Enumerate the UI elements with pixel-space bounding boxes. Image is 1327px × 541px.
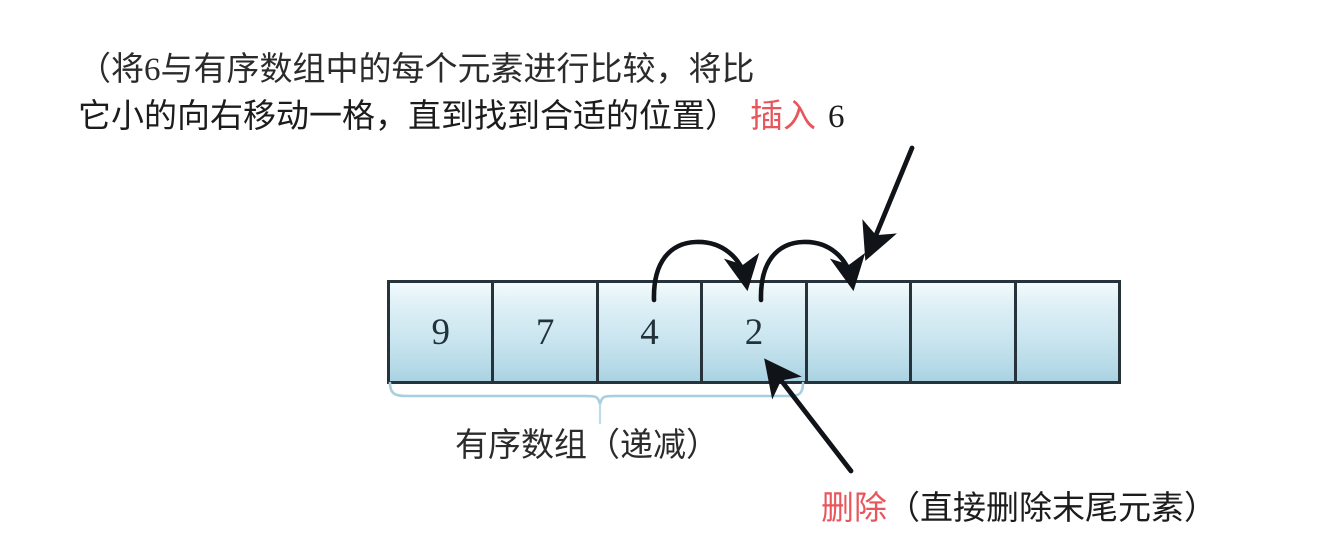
- caption-line-2-text: 它小的向右移动一格，直到找到合适的位置）: [78, 99, 738, 135]
- delete-label: 删除（直接删除末尾元素）: [821, 481, 1217, 529]
- delete-description: （直接删除末尾元素）: [887, 491, 1217, 527]
- array-cell-value: 7: [535, 311, 555, 353]
- array-cell-value: 4: [640, 311, 659, 353]
- array-cell[interactable]: 9: [390, 283, 495, 381]
- delete-keyword: 删除: [821, 491, 887, 527]
- array-cell[interactable]: 7: [494, 283, 599, 381]
- insert-value: 6: [828, 99, 845, 135]
- caption-line-1: （将6与有序数组中的每个元素进行比较，将比: [78, 47, 755, 94]
- array-cell[interactable]: [912, 283, 1017, 381]
- sorted-array-label: 有序数组（递减）: [455, 418, 719, 466]
- array-cell[interactable]: [807, 283, 913, 381]
- insert-arrow: [862, 145, 915, 261]
- array-cell-value: 9: [431, 311, 450, 353]
- insert-keyword: 插入: [750, 99, 816, 135]
- array-cell[interactable]: 4: [598, 283, 704, 381]
- array-cell[interactable]: 2: [703, 283, 808, 381]
- sorted-array-label-text: 有序数组（递减）: [455, 428, 719, 464]
- array-cell-value: 2: [744, 311, 764, 353]
- caption-line-1-text: （将6与有序数组中的每个元素进行比较，将比: [78, 52, 755, 88]
- array-cell[interactable]: [1016, 283, 1118, 381]
- array-container: 9 7 4 2: [387, 280, 1121, 384]
- caption-line-2: 它小的向右移动一格，直到找到合适的位置） 插入 6: [78, 94, 845, 141]
